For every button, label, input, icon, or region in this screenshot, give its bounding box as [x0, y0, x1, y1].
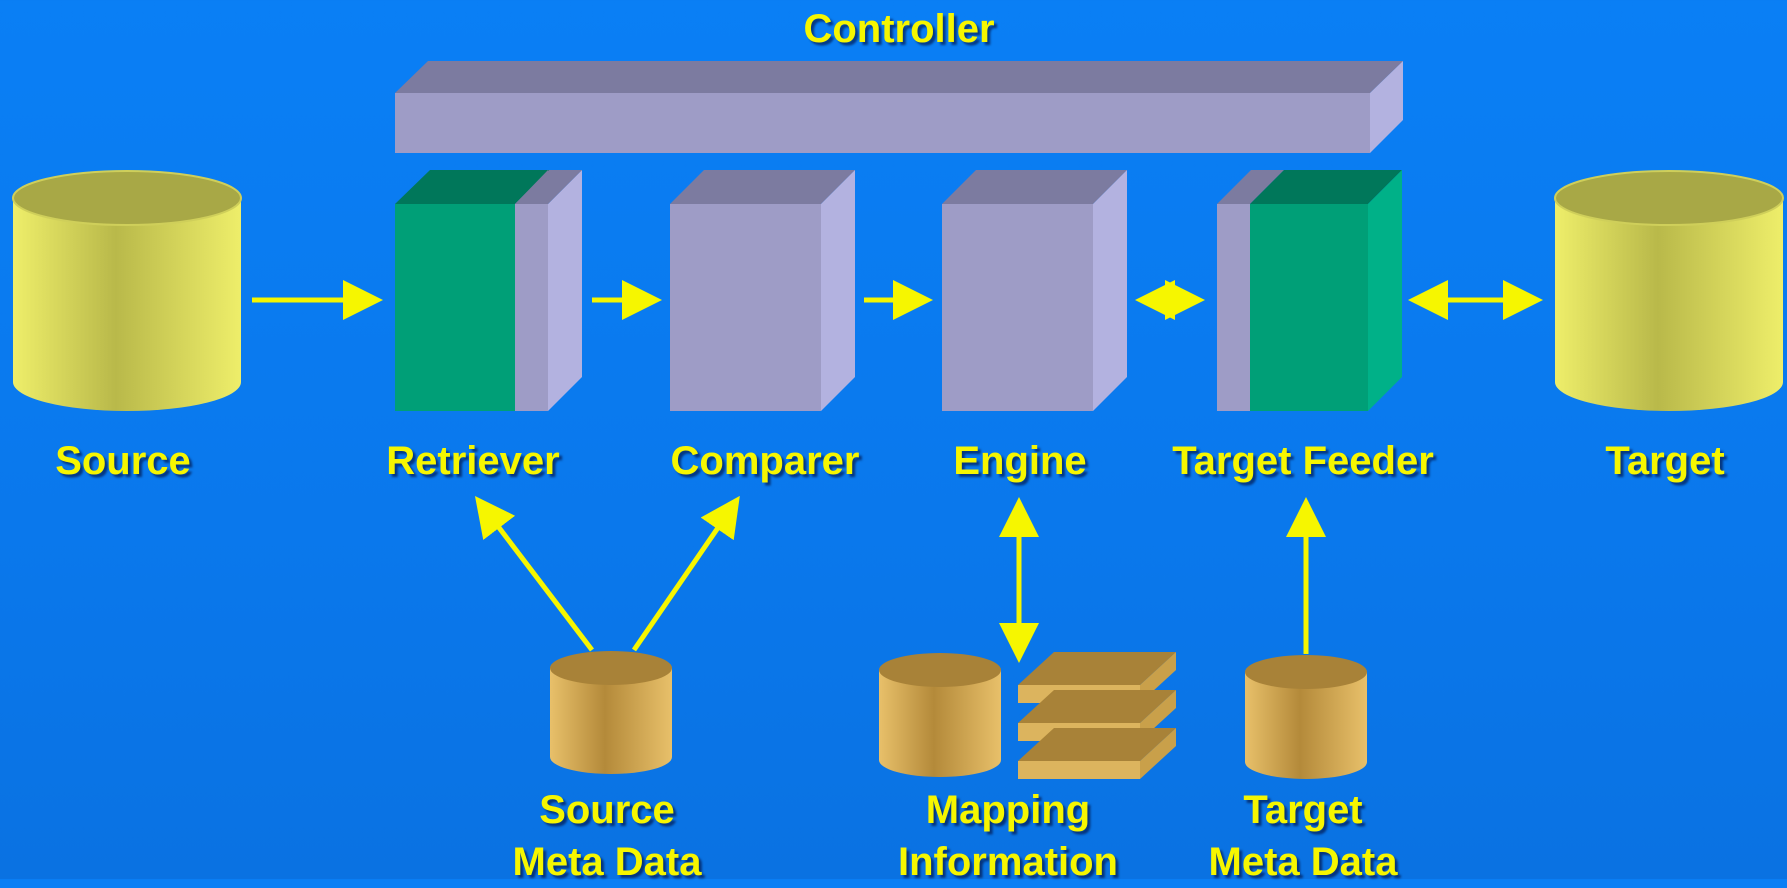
- arrow-source-meta-to-retriever: [474, 496, 594, 652]
- source-meta-data-label: Source Meta Data: [513, 784, 702, 888]
- mapping-information-label: Mapping Information: [898, 784, 1118, 888]
- target-meta-data-label-line2: Meta Data: [1208, 840, 1398, 884]
- target-meta-data-label-line1: Target: [1243, 788, 1363, 832]
- target-meta-data-label: Target Meta Data: [1209, 784, 1398, 888]
- mapping-layers-icon: [1018, 652, 1176, 779]
- comparer-block: [670, 170, 855, 411]
- mapping-information-label-line2: Information: [898, 840, 1118, 884]
- comparer-label: Comparer: [670, 439, 860, 483]
- source-meta-data-label-line1: Source: [539, 788, 675, 832]
- mapping-information-icon: [879, 653, 1001, 777]
- retriever-block: [395, 170, 582, 411]
- source-meta-data-label-line2: Meta Data: [512, 840, 702, 884]
- mapping-information-label-line1: Mapping: [925, 788, 1091, 832]
- engine-block: [942, 170, 1127, 411]
- controller-bar: [395, 61, 1403, 153]
- target-label: Target: [1605, 439, 1725, 483]
- engine-label: Engine: [953, 439, 1087, 483]
- arrow-source-meta-to-comparer: [631, 495, 740, 652]
- target-database-icon: [1554, 170, 1784, 411]
- target-feeder-block: [1217, 170, 1402, 411]
- source-database-icon: [12, 170, 242, 411]
- source-meta-data-icon: [550, 651, 672, 774]
- source-label: Source: [55, 439, 191, 483]
- target-meta-data-icon: [1245, 655, 1367, 779]
- target-feeder-label: Target Feeder: [1172, 439, 1434, 483]
- retriever-label: Retriever: [386, 439, 560, 483]
- controller-label: Controller: [803, 7, 995, 51]
